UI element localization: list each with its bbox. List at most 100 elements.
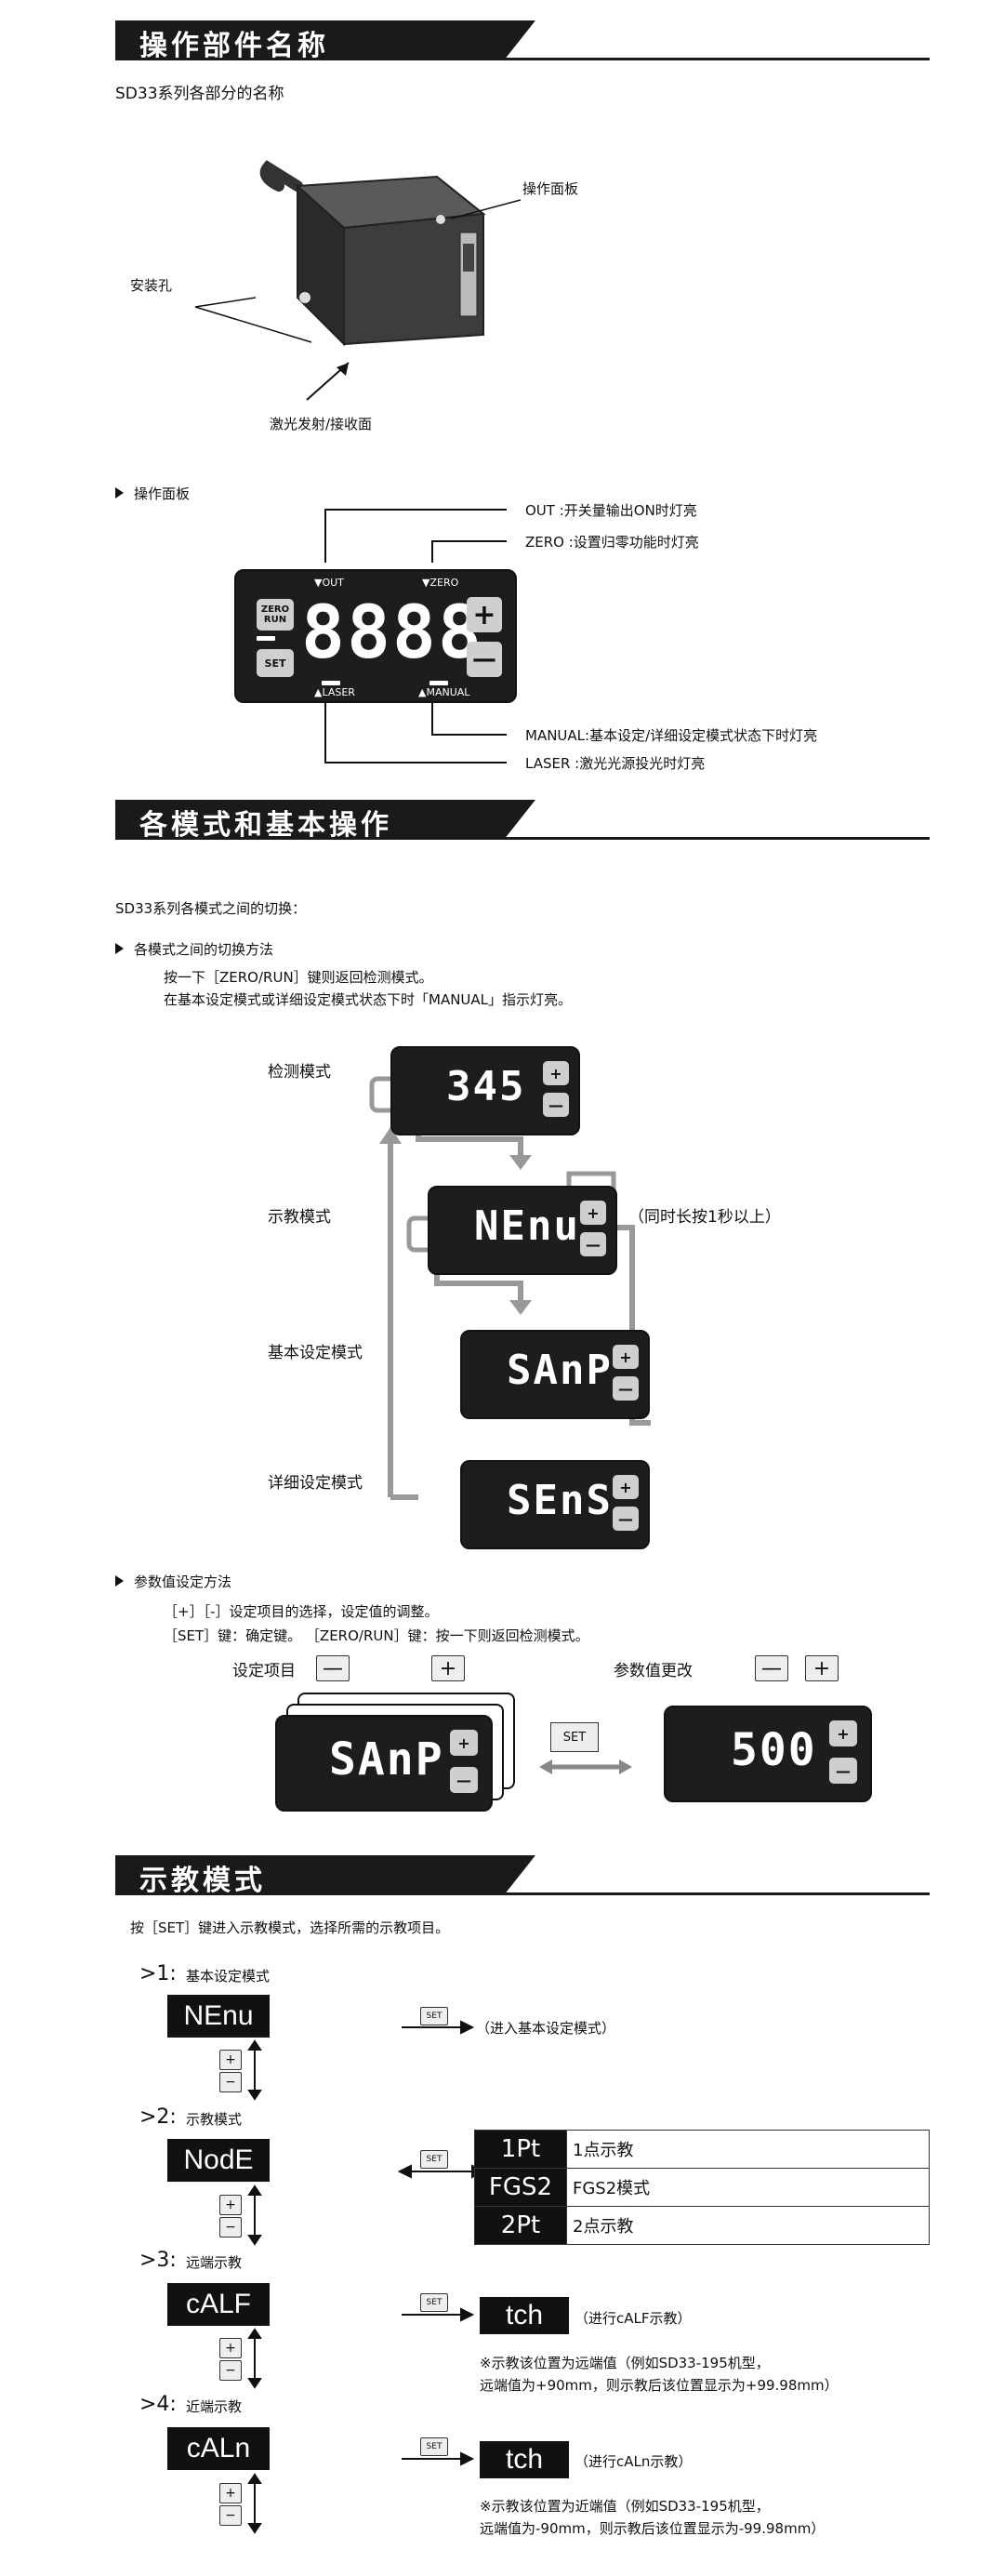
double-arrow-icon: [539, 1759, 632, 1774]
zero-indicator-label: ▼ZERO: [422, 577, 459, 589]
section-header-bar: [115, 1855, 535, 1892]
mini-plus-key[interactable]: +: [613, 1475, 639, 1499]
mode-desc: 2点示教: [566, 2206, 930, 2245]
teach-item-4-name: 近端示教: [186, 2398, 243, 2415]
section-header-teach: 示教模式: [115, 1855, 930, 1897]
teach-intro: 按［SET］键进入示教模式，选择所需的示教项目。: [130, 1919, 450, 1936]
zero-run-key[interactable]: ZERO RUN: [257, 599, 294, 631]
mini-display: SAnP: [507, 1347, 613, 1394]
mini-minus-key[interactable]: —: [450, 1767, 478, 1793]
mode-row[interactable]: 1Pt 1点示教: [474, 2130, 930, 2169]
callout-operation-panel: 操作面板: [522, 180, 579, 197]
digit-display: 8888: [301, 591, 483, 675]
minus-key-icon: −: [219, 2505, 242, 2526]
laser-indicator-label: ▲LASER: [314, 686, 355, 698]
mode-label-teach: 示教模式: [268, 1208, 331, 1227]
mini-minus-key[interactable]: —: [613, 1507, 639, 1531]
minus-key-icon: −: [219, 2360, 242, 2381]
teach-item-4-display: cALn: [167, 2427, 270, 2470]
calf-action: （进行cALF示教）: [575, 2310, 692, 2327]
plus-key-icon: +: [219, 2483, 242, 2503]
section-title: 示教模式: [139, 1865, 266, 1897]
mini-panel-detect: 345 + —: [390, 1046, 580, 1135]
indicator-zero-desc: ZERO :设置归零功能时灯亮: [525, 534, 699, 551]
subtitle: SD33系列各部分的名称: [115, 85, 284, 103]
led-manual: [429, 681, 448, 685]
param-display: SAnP: [329, 1733, 444, 1786]
operation-panel: ▼OUT ▼ZERO ZERO RUN SET 8888 + — ▲LASER …: [234, 569, 517, 703]
set-key-icon: SET: [420, 2293, 448, 2312]
plus-key[interactable]: +: [467, 597, 502, 632]
enter-basic-text: （进入基本设定模式）: [476, 2020, 616, 2037]
mode-label-detail: 详细设定模式: [268, 1474, 363, 1493]
mini-minus-key[interactable]: —: [543, 1093, 569, 1117]
bullet-triangle: [115, 943, 124, 954]
teach-item-1-display: NEnu: [167, 1995, 270, 2038]
teach-item-2-num: >2:: [139, 2105, 177, 2129]
teach-item-3-name: 远端示教: [186, 2254, 243, 2271]
mode-desc: 1点示教: [566, 2130, 930, 2169]
mini-plus-key[interactable]: +: [580, 1201, 606, 1225]
caln-note-2: 远端值为-90mm，则示教后该位置显示为-99.98mm）: [480, 2520, 826, 2537]
plus-key-icon: +: [805, 1655, 839, 1681]
mini-plus-key[interactable]: +: [613, 1345, 639, 1369]
teach-item-4-num: >4:: [139, 2393, 177, 2416]
mode-label-detect: 检测模式: [268, 1063, 331, 1082]
mini-minus-key[interactable]: —: [580, 1232, 606, 1256]
set-tag-icon: SET: [550, 1722, 599, 1752]
mini-plus-key[interactable]: +: [543, 1061, 569, 1085]
hold-note: （同时长按1秒以上）: [628, 1208, 781, 1227]
minus-key[interactable]: —: [467, 642, 502, 677]
led-left: [257, 636, 275, 641]
run-key-label: RUN: [263, 615, 287, 625]
mini-minus-key[interactable]: —: [829, 1758, 857, 1784]
param-panel-left: SAnP + —: [275, 1715, 493, 1812]
indicator-lines: [324, 509, 507, 764]
panel-heading: 操作面板: [134, 485, 191, 502]
callout-lines: [194, 199, 522, 401]
set-key[interactable]: SET: [257, 649, 294, 677]
teach-item-3-display: cALF: [167, 2283, 270, 2326]
mini-panel-basic: SAnP + —: [460, 1330, 650, 1419]
caln-action: （进行cALn示教）: [575, 2453, 693, 2470]
mode-code: FGS2: [474, 2168, 567, 2207]
switch-line-2: 在基本设定模式或详细设定模式状态下时「MANUAL」指示灯亮。: [164, 991, 573, 1008]
param-panel-right: 500 + —: [664, 1706, 872, 1802]
caln-note-1: ※示教该位置为近端值（例如SD33-195机型，: [480, 2498, 770, 2515]
param-heading: 参数值设定方法: [134, 1573, 232, 1590]
section-header-modes: 各模式和基本操作: [115, 800, 930, 842]
section-title: 操作部件名称: [139, 30, 329, 62]
mini-minus-key[interactable]: —: [613, 1376, 639, 1401]
calf-note-2: 远端值为+90mm，则示教后该位置显示为+99.98mm）: [480, 2377, 839, 2394]
tch-display: tch: [480, 2297, 569, 2334]
mode-desc: FGS2模式: [566, 2168, 930, 2207]
mode-row[interactable]: FGS2 FGS2模式: [474, 2168, 930, 2207]
bullet-triangle: [115, 487, 124, 498]
teach-item-2-name: 示教模式: [186, 2111, 243, 2128]
tch-display: tch: [480, 2441, 569, 2478]
led-laser: [322, 681, 340, 685]
mode-row[interactable]: 2Pt 2点示教: [474, 2206, 930, 2245]
mini-plus-key[interactable]: +: [829, 1720, 857, 1746]
mini-display: SEnS: [507, 1477, 613, 1524]
bullet-triangle: [115, 1575, 124, 1587]
section-header-bar: [115, 800, 535, 837]
plus-key-icon: +: [431, 1655, 465, 1681]
param-line-2: ［SET］键：确定键。 ［ZERO/RUN］键：按一下则返回检测模式。: [164, 1627, 589, 1644]
zero-key-label: ZERO: [260, 604, 290, 615]
callout-laser-face: 激光发射/接收面: [270, 416, 373, 432]
minus-key-icon: —: [316, 1655, 350, 1681]
param-display: 500: [731, 1724, 817, 1776]
mini-panel-teach: NEnu + —: [428, 1186, 617, 1275]
minus-key-icon: −: [219, 2072, 242, 2092]
section-title: 各模式和基本操作: [139, 809, 392, 842]
section-header-bar: [115, 20, 535, 58]
plus-key-icon: +: [219, 2195, 242, 2215]
section-rule: [115, 1892, 930, 1895]
mini-plus-key[interactable]: +: [450, 1730, 478, 1756]
setting-item-label: 设定项目: [232, 1662, 296, 1680]
callout-mounting-hole: 安装孔: [130, 277, 173, 294]
mini-display: 345: [446, 1063, 526, 1110]
set-key-icon: SET: [420, 2437, 448, 2456]
